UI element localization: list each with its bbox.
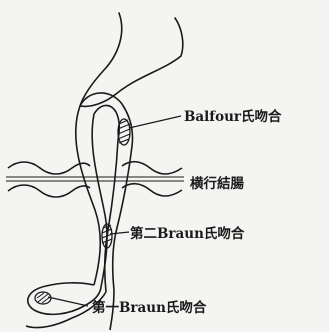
leader-lines	[48, 116, 181, 306]
stomach-remnant	[80, 13, 183, 106]
label-balfour-anastomosis: Balfour氏吻合	[184, 108, 282, 125]
jejunal-loop-right-inner	[105, 140, 118, 292]
jejunal-loop-top-inner	[94, 105, 119, 140]
jejunal-loop-left-outer	[76, 106, 101, 285]
colon-centerlines	[6, 177, 184, 181]
label-transverse-colon: 横行結腸	[190, 175, 244, 192]
label-braun-2-anastomosis: 第二Braun氏吻合	[130, 225, 245, 242]
label-braun-1-anastomosis: 第一Braun氏吻合	[92, 299, 207, 316]
